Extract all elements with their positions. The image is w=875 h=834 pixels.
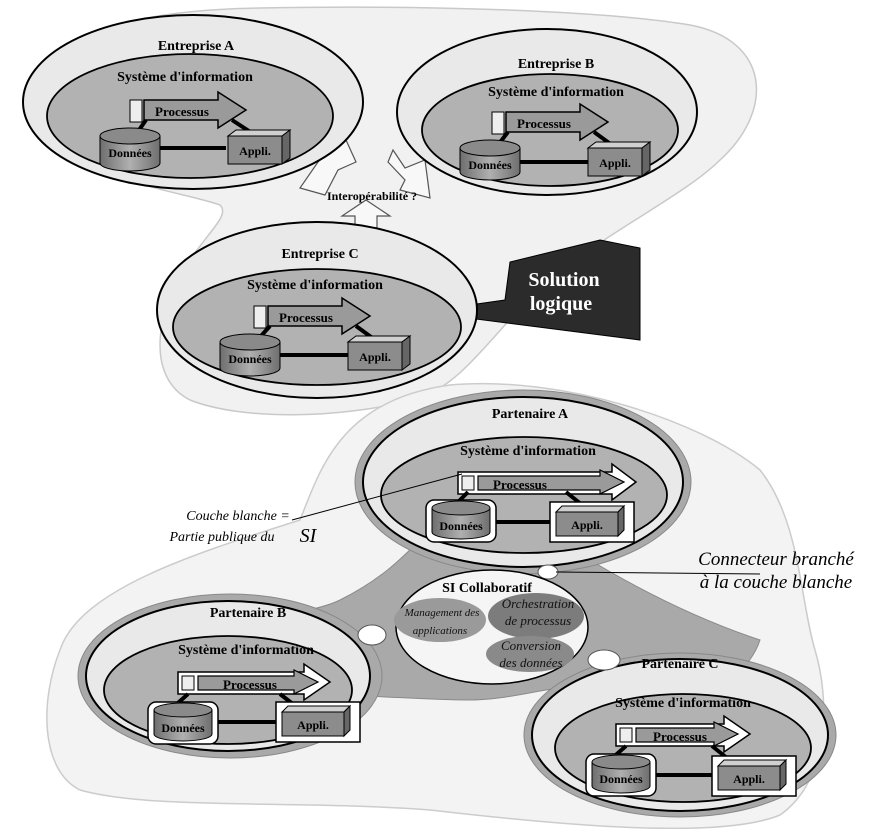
couche-label-1: Couche blanche =: [186, 509, 290, 524]
collab-mgmt-2: applications: [413, 625, 467, 637]
arrow-b-to-c: [387, 148, 431, 199]
entreprise-a-title: Entreprise A: [158, 39, 235, 54]
partenaire-a-system: Système d'information: [460, 444, 596, 459]
partenaire-b-process: Processus: [223, 677, 277, 692]
entreprise-c-data: Données: [228, 352, 272, 366]
partenaire-c-data: Données: [599, 772, 643, 786]
partenaire-a-process: Processus: [493, 477, 547, 492]
entreprise-a-app: Appli.: [239, 144, 271, 158]
entreprise-c-process: Processus: [279, 310, 333, 325]
entreprise-a: Entreprise A Système d'information Proce…: [22, 14, 364, 190]
entreprise-b-app: Appli.: [599, 156, 631, 170]
entreprise-b-process: Processus: [517, 116, 571, 131]
collab-title: SI Collaboratif: [442, 581, 532, 596]
collab-conv-1: Conversion: [501, 638, 561, 653]
collab-conv-2: des données: [499, 655, 562, 670]
partenaire-c-system: Système d'information: [615, 696, 751, 711]
entreprise-a-system: Système d'information: [117, 70, 253, 85]
collab-mgmt-1: Management des: [404, 607, 480, 619]
connector-c: [587, 649, 621, 671]
entreprise-a-process: Processus: [155, 104, 209, 119]
entreprise-b: Entreprise B Système d'information Proce…: [396, 28, 698, 196]
partenaire-a-data: Données: [439, 519, 483, 533]
entreprise-a-data: Données: [108, 146, 152, 160]
couche-label-2: Partie publique du: [169, 530, 275, 545]
partenaire-c: Partenaire C Système d'information Proce…: [523, 652, 837, 818]
connector-label-1: Connecteur branché: [698, 549, 855, 570]
collab-orch-1: Orchestration: [502, 596, 574, 611]
partenaire-c-title: Partenaire C: [641, 657, 718, 672]
entreprise-b-title: Entreprise B: [518, 57, 594, 72]
partenaire-a: Partenaire A Système d'information Proce…: [354, 389, 692, 575]
couche-label-si: SI: [300, 525, 318, 547]
arrow-a-to-c: [299, 139, 357, 196]
partenaire-c-app: Appli.: [733, 772, 765, 786]
connector-pointer-line: [555, 571, 761, 575]
partenaire-b: Partenaire B Système d'information Proce…: [77, 593, 383, 759]
entreprise-b-system: Système d'information: [488, 85, 624, 100]
partenaire-b-data: Données: [161, 721, 205, 735]
entreprise-b-data: Données: [468, 158, 512, 172]
solution-label-1: Solution: [528, 269, 599, 291]
couche-pointer-line: [291, 473, 463, 521]
connector-a: [537, 564, 559, 580]
collab-orch-2: de processus: [505, 613, 571, 628]
connector-label-2: à la couche blanche: [700, 572, 852, 593]
entreprise-c-title: Entreprise C: [281, 247, 358, 262]
solution-label-2: logique: [530, 293, 592, 315]
partenaire-b-title: Partenaire B: [210, 606, 286, 621]
si-collaboratif: SI Collaboratif Management des applicati…: [394, 569, 589, 685]
partenaire-a-app: Appli.: [571, 518, 603, 532]
partenaire-c-process: Processus: [653, 729, 707, 744]
partenaire-b-app: Appli.: [297, 718, 329, 732]
partenaire-a-title: Partenaire A: [492, 407, 569, 422]
partenaire-b-system: Système d'information: [178, 643, 314, 658]
interop-label: Interopérabilité ?: [327, 189, 417, 203]
connector-b: [357, 624, 387, 646]
entreprise-c: Entreprise C Système d'information Proce…: [156, 221, 478, 399]
entreprise-c-app: Appli.: [359, 350, 391, 364]
entreprise-c-system: Système d'information: [247, 278, 383, 293]
